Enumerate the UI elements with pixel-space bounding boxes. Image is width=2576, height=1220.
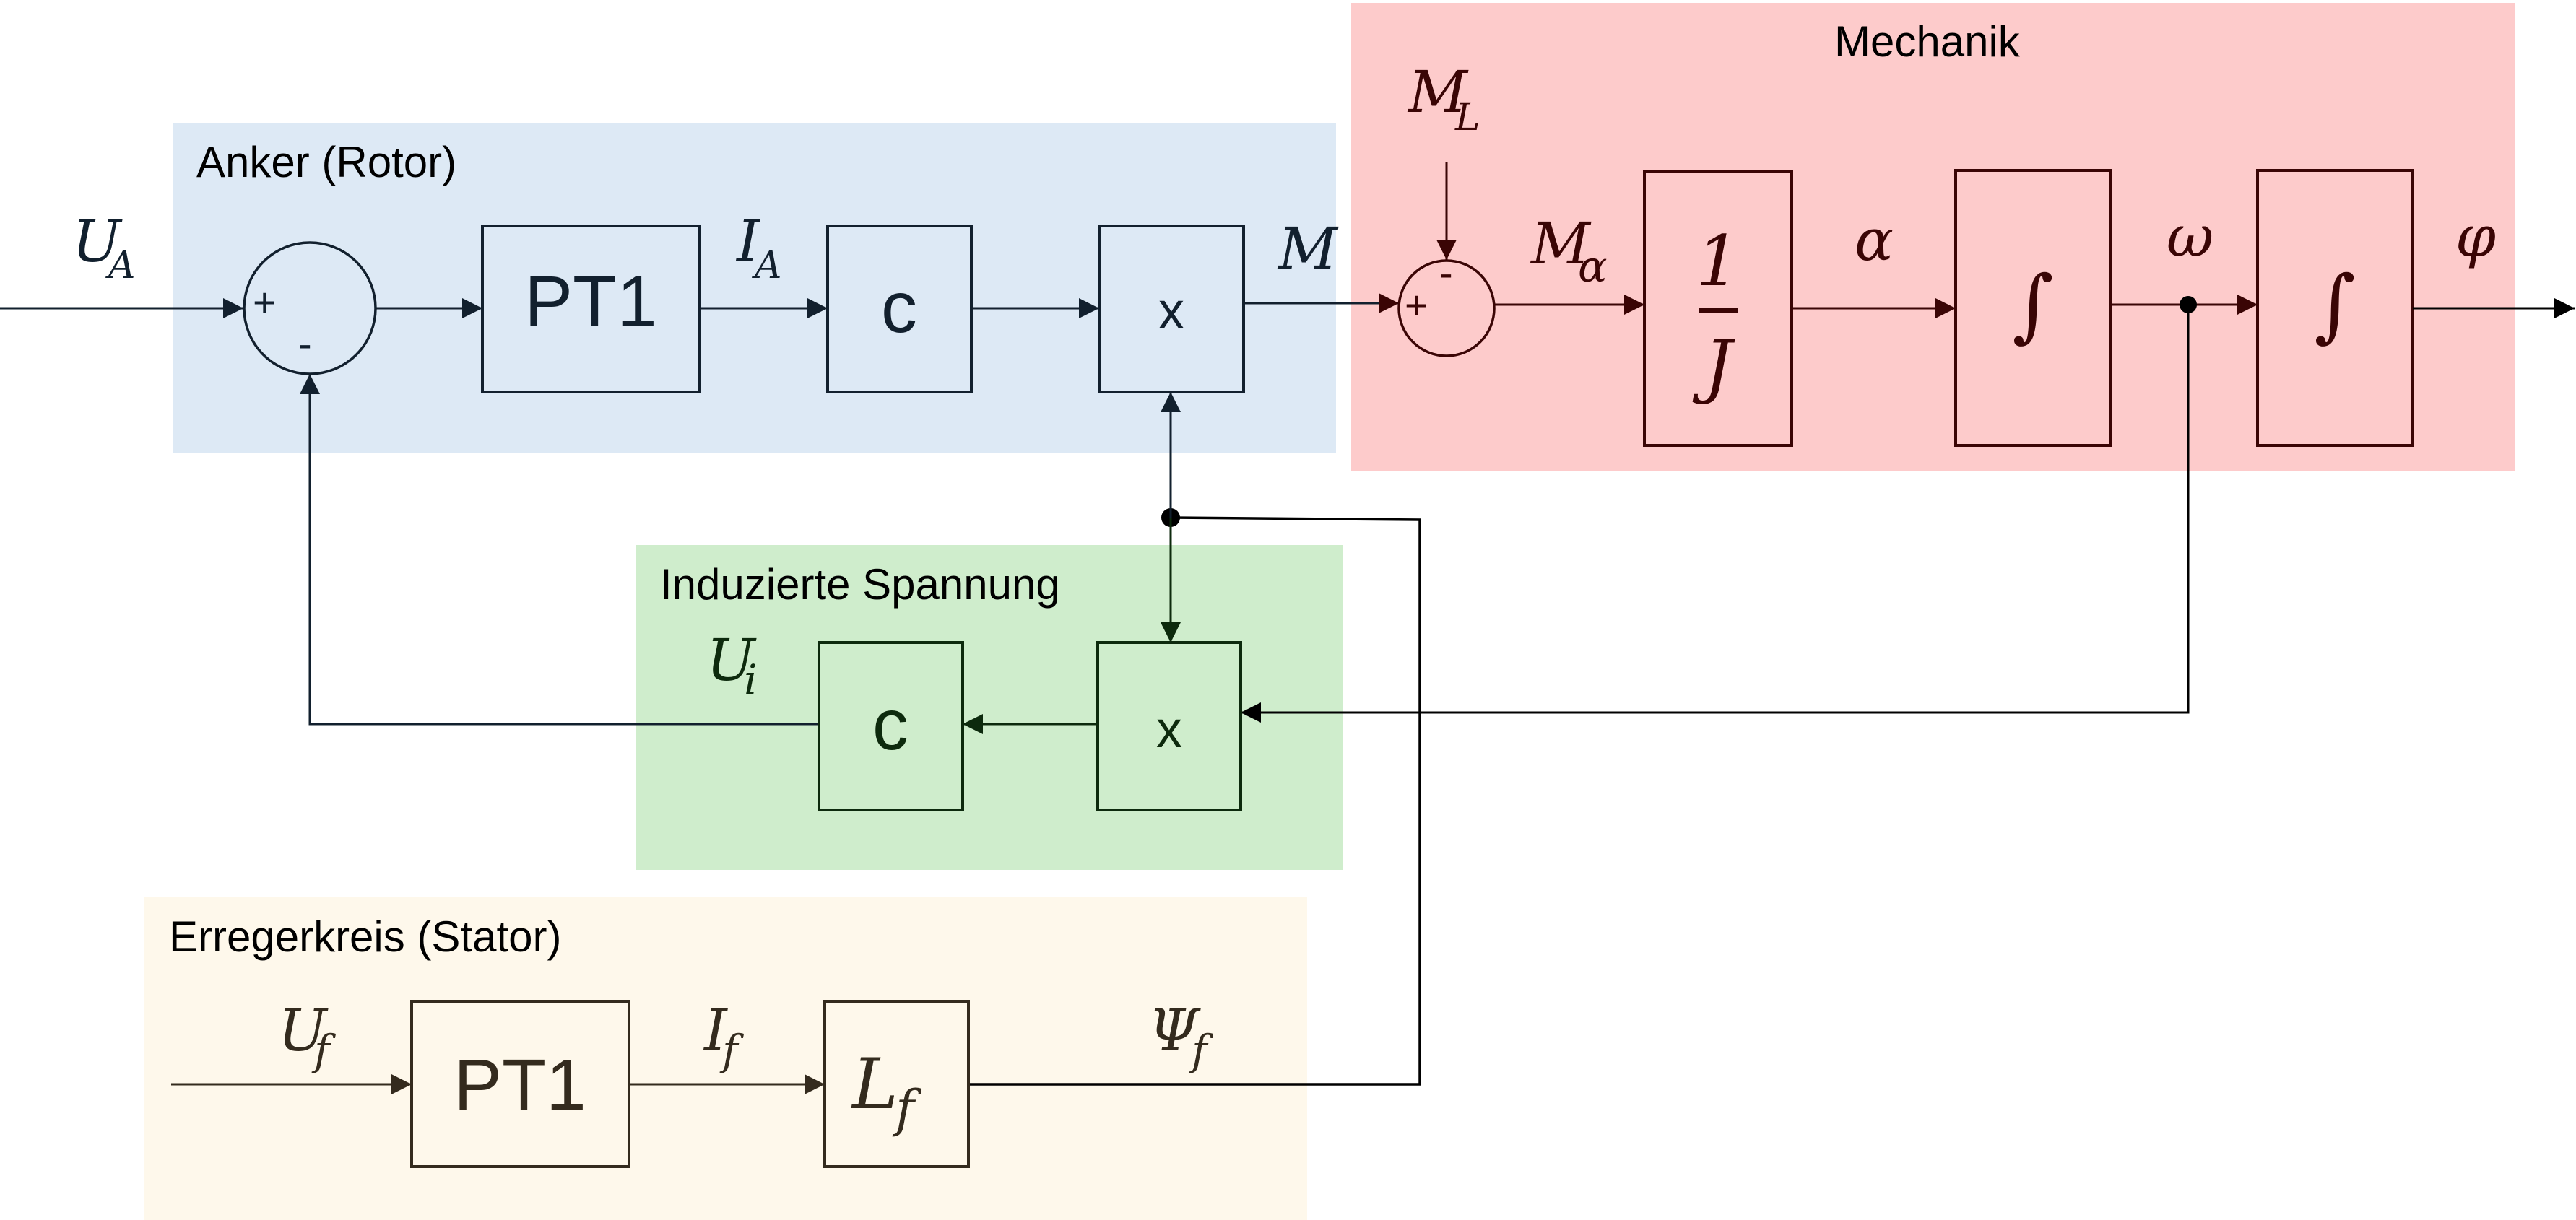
label-ui-main: U [706, 627, 757, 694]
block-err-pt1-label: PT1 [454, 1045, 586, 1125]
block-integrator-1-label: ∫ [2012, 258, 2053, 351]
label-ua: U A [72, 208, 136, 287]
anker-sum-plus: + [253, 279, 277, 325]
block-anker-c-label: c [881, 267, 917, 348]
group-erreger-title: Erregerkreis (Stator) [169, 912, 561, 961]
label-malpha: M α [1530, 210, 1608, 292]
label-malpha-main: M [1530, 210, 1592, 277]
label-uf: U f [278, 997, 337, 1075]
label-ia: I A [735, 208, 782, 287]
block-ind-c-label: c [872, 684, 908, 765]
block-inverse-inertia-numerator: 1 [1696, 221, 1740, 302]
mech-sum-plus: + [1405, 282, 1428, 328]
block-ind-mult-label: x [1156, 701, 1182, 759]
block-anker-pt1-label: PT1 [524, 261, 656, 342]
label-ml-main: M [1407, 58, 1469, 126]
group-induziert-background [636, 545, 1343, 870]
label-ia-sub: A [752, 244, 782, 287]
group-anker-title: Anker (Rotor) [196, 138, 456, 186]
mech-sum-minus: - [1439, 250, 1453, 295]
group-mechanik-background [1351, 3, 2515, 471]
label-ua-sub: A [105, 244, 136, 287]
label-ml: M L [1407, 58, 1480, 139]
group-erreger-background [144, 897, 1307, 1220]
label-m: M [1277, 215, 1339, 282]
wire-omega-feedback [1241, 305, 2190, 723]
block-ind-mult [1096, 641, 1242, 811]
block-anker-mult-label: x [1158, 282, 1184, 340]
label-uf-main: U [278, 997, 329, 1064]
wire-flux-feedback [968, 516, 1421, 1086]
anker-sum-minus: - [298, 321, 312, 366]
label-if-main: I [703, 997, 728, 1064]
block-inverse-inertia [1643, 170, 1793, 447]
block-lf [823, 1000, 970, 1168]
label-ml-sub: L [1454, 96, 1480, 139]
summing-junction-mechanik [1397, 259, 1496, 357]
label-malpha-sub: α [1578, 242, 1608, 292]
label-ia-main: I [735, 208, 760, 275]
label-alpha: α [1855, 206, 1894, 274]
block-integrator-1 [1954, 169, 2112, 447]
group-induziert-title: Induzierte Spannung [660, 560, 1060, 609]
wire-ui-feedback [300, 374, 819, 726]
label-omega: ω [2167, 203, 2213, 270]
group-mechanik-title: Mechanik [1834, 17, 2021, 66]
label-ua-main: U [72, 208, 123, 275]
group-anker-background [173, 123, 1336, 453]
label-ui-sub: i [744, 655, 758, 705]
label-ui: U i [706, 627, 758, 705]
block-integrator-2-label: ∫ [2314, 258, 2355, 351]
label-phi: φ [2455, 203, 2496, 270]
block-lf-main: L [851, 1044, 898, 1125]
label-psif-main: Ψ [1148, 997, 1201, 1064]
